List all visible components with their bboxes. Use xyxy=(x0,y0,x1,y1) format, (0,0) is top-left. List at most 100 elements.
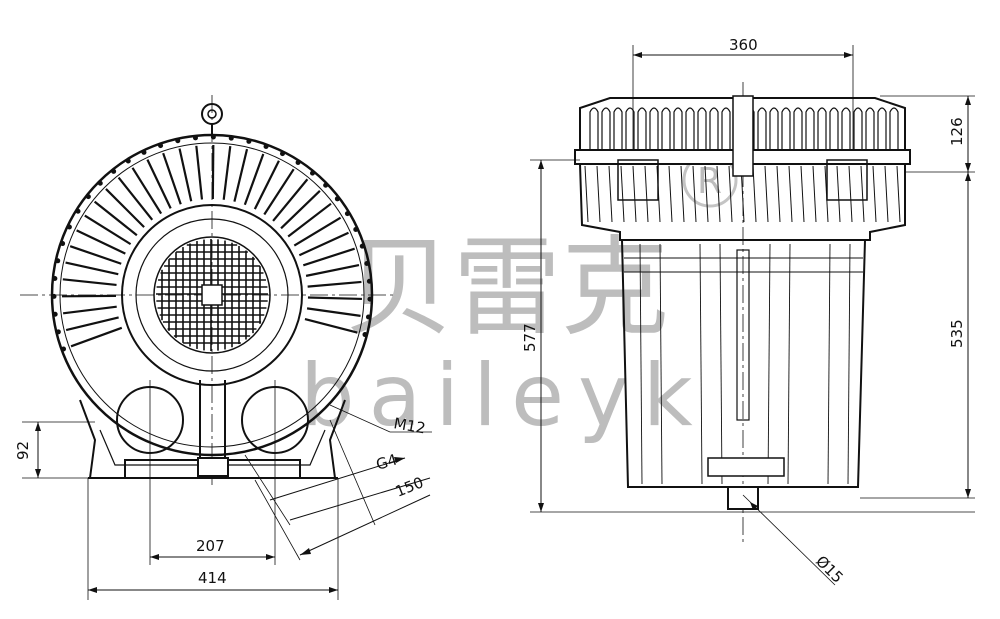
side-fin-lower xyxy=(836,165,841,223)
cooling-fin xyxy=(307,280,362,288)
cooling-fin xyxy=(65,261,119,276)
dim-360: 360 xyxy=(632,36,854,150)
side-fin-lower xyxy=(728,165,733,223)
upper-housing xyxy=(579,163,906,241)
side-cover-fins xyxy=(584,107,901,223)
dim-207-label: 207 xyxy=(196,537,225,555)
cooling-fin xyxy=(222,145,232,200)
drain-outlet xyxy=(727,486,759,510)
side-fin-lower xyxy=(596,165,601,223)
motor-inner-ring xyxy=(135,218,289,372)
dim-207: 207 xyxy=(150,537,275,560)
side-fin-lower xyxy=(692,165,697,223)
body-rib-line xyxy=(827,243,831,485)
fin-tip xyxy=(97,180,103,186)
fin-tip xyxy=(52,311,58,317)
left-bracket xyxy=(617,159,659,201)
side-fin xyxy=(649,107,659,150)
fin-tip xyxy=(353,226,359,232)
housing-inner-ring xyxy=(59,142,365,448)
cooling-fin xyxy=(195,145,204,200)
side-fin-lower xyxy=(668,165,673,223)
side-fin xyxy=(757,107,767,150)
watermark-chinese: 贝雷克 xyxy=(345,226,669,351)
side-fin-lower xyxy=(764,165,769,223)
cooling-fin xyxy=(62,305,117,315)
fin-tip xyxy=(310,170,316,176)
cooling-fins xyxy=(51,134,373,352)
side-fin-lower xyxy=(776,165,781,223)
cooling-fin xyxy=(305,264,360,277)
side-fin-lower xyxy=(680,165,685,223)
side-fin-lower xyxy=(896,165,901,223)
side-fin xyxy=(877,107,887,150)
cooling-fin xyxy=(146,159,172,209)
side-fin xyxy=(589,107,599,150)
side-fin xyxy=(817,107,827,150)
cooling-fin xyxy=(293,216,342,247)
fin-tip xyxy=(55,258,61,264)
body-rib-line xyxy=(659,243,663,485)
side-fin xyxy=(829,107,839,150)
cooling-fin xyxy=(93,200,138,237)
side-fin xyxy=(709,107,719,150)
side-fin xyxy=(637,107,647,150)
cooling-fin xyxy=(233,148,249,202)
side-fin xyxy=(685,107,695,150)
dim-126: 126 xyxy=(880,95,975,173)
side-fin-lower xyxy=(644,165,649,223)
dim-535: 535 xyxy=(860,172,975,499)
fin-tip xyxy=(125,158,131,164)
fin-tip xyxy=(210,134,216,140)
side-fin-lower xyxy=(848,165,853,223)
callout-m12-label: M12 xyxy=(392,414,427,437)
side-fin-lower xyxy=(716,165,721,223)
body-ribs xyxy=(624,243,863,485)
cooling-fin xyxy=(162,152,182,205)
side-fin-lower xyxy=(584,165,589,223)
fin-tip xyxy=(359,243,365,249)
cooling-fin xyxy=(69,245,122,265)
side-fin xyxy=(769,107,779,150)
fin-tip xyxy=(344,211,350,217)
dim-92: 92 xyxy=(14,421,95,479)
fin-tip xyxy=(75,208,81,214)
center-rib xyxy=(736,249,750,421)
fin-tip xyxy=(60,241,66,247)
watermark-latin: baileyk xyxy=(300,346,707,446)
side-fin-lower xyxy=(788,165,793,223)
side-fin-lower xyxy=(608,165,613,223)
fin-tip xyxy=(158,143,164,149)
cooling-fin xyxy=(304,317,358,334)
motor-cover xyxy=(121,204,303,386)
side-fin xyxy=(805,107,815,150)
cooling-fin xyxy=(76,229,126,255)
callout-g4-label: G4 xyxy=(374,450,400,473)
fin-tip xyxy=(295,159,301,165)
side-fin-lower xyxy=(860,165,865,223)
fin-tip xyxy=(66,224,72,230)
fin-tip xyxy=(52,275,58,281)
cooling-fin xyxy=(280,190,321,230)
callout-150-label: 150 xyxy=(393,473,426,500)
cooling-fin xyxy=(117,176,154,221)
dim-126-label: 126 xyxy=(948,117,966,146)
side-fin xyxy=(601,107,611,150)
fin-tip xyxy=(279,151,285,157)
right-bracket xyxy=(826,159,868,201)
body-rib-line xyxy=(639,243,643,485)
fin-tip xyxy=(192,135,198,141)
fan-grille-ring xyxy=(153,236,271,354)
dim-360-label: 360 xyxy=(729,36,758,54)
dim-414-label: 414 xyxy=(198,569,227,587)
side-fin xyxy=(853,107,863,150)
fin-tip xyxy=(323,182,329,188)
body-rib-line xyxy=(767,243,771,485)
cooling-fin xyxy=(302,247,355,267)
cooling-fin xyxy=(178,148,193,202)
cooling-fin xyxy=(65,316,119,332)
fin-tip xyxy=(61,346,67,352)
fin-tip xyxy=(141,149,147,155)
side-fin xyxy=(841,107,851,150)
